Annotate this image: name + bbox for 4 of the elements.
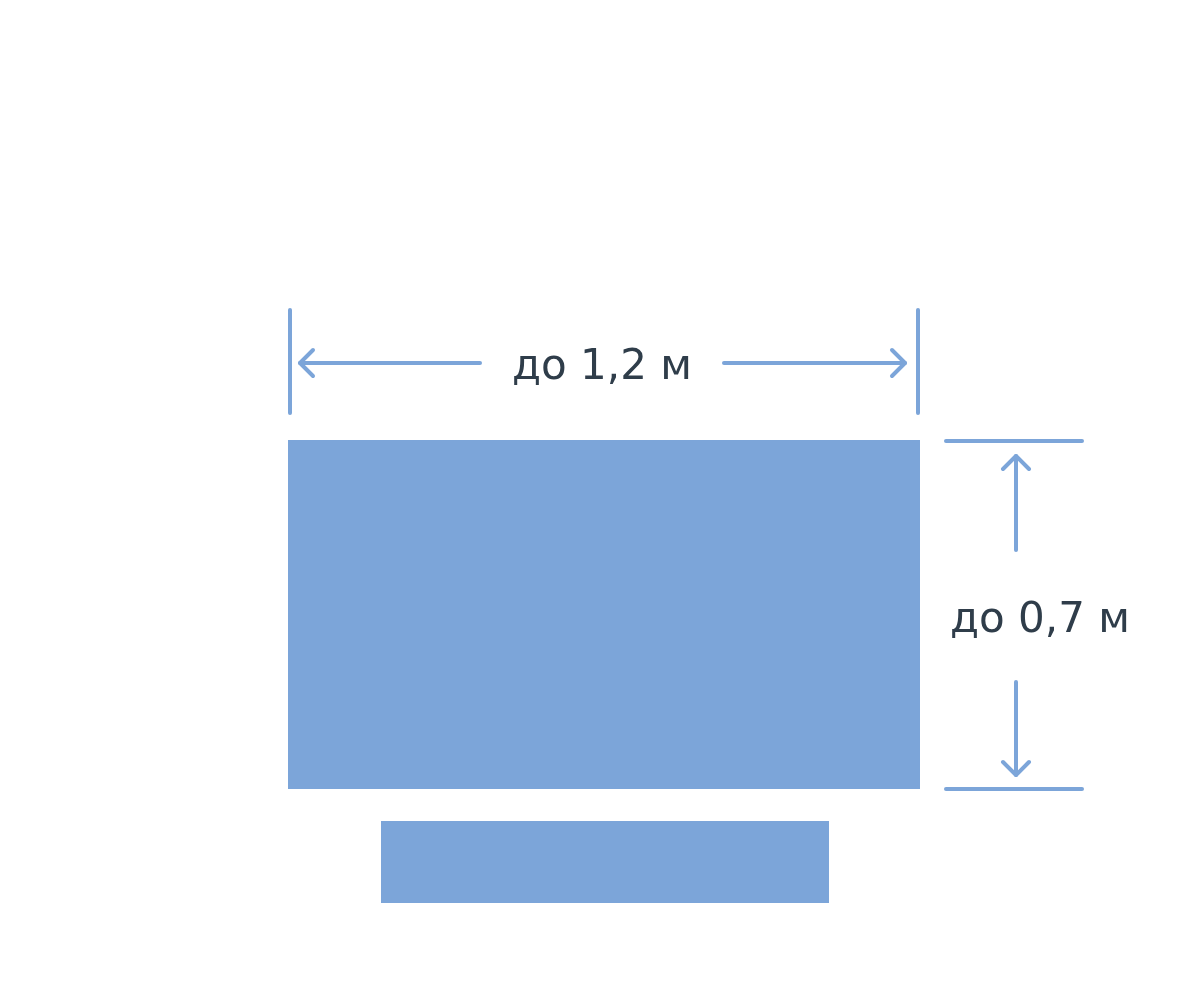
large-block <box>288 440 920 789</box>
dimension-label: до 1,2 м <box>512 344 692 386</box>
small-block <box>381 821 829 903</box>
dimension-label: до 0,7 м <box>950 597 1130 639</box>
